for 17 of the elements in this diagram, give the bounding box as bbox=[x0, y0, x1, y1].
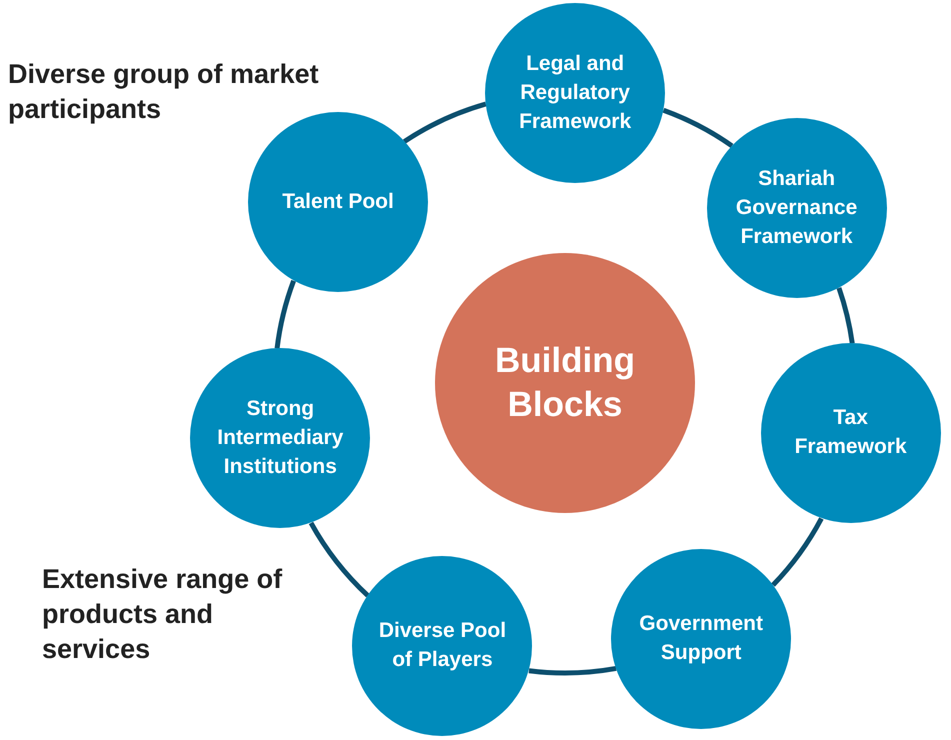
ring-connector bbox=[836, 287, 855, 344]
ring-connector bbox=[662, 108, 734, 148]
ring-connector bbox=[528, 666, 616, 676]
side-note: Extensive range of products and services bbox=[42, 563, 284, 666]
ring-connector bbox=[274, 280, 296, 349]
side-note: Diverse group of market participants bbox=[8, 58, 320, 126]
circle-label: Tax Framework bbox=[794, 405, 907, 460]
circle-label: Building Blocks bbox=[494, 340, 636, 426]
circle-label: Strong Intermediary Institutions bbox=[216, 396, 344, 480]
ring-connector bbox=[403, 102, 487, 144]
circle-label: Diverse Pool of Players bbox=[378, 618, 506, 673]
ring-connector bbox=[308, 522, 370, 598]
circle-label: Legal and Regulatory Framework bbox=[518, 50, 632, 135]
circle-label: Talent Pool bbox=[282, 188, 394, 215]
ring-connector bbox=[771, 517, 824, 587]
circle-label: Government Support bbox=[639, 611, 763, 666]
circle-label: Shariah Governance Framework bbox=[734, 166, 858, 250]
